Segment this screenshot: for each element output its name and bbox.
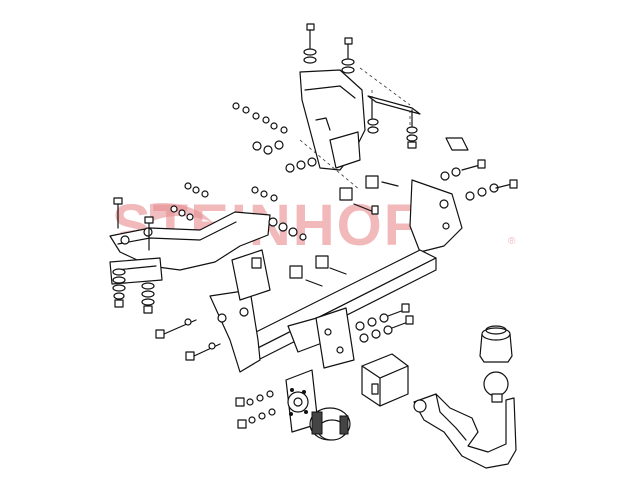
registered-mark: ®	[508, 236, 516, 247]
crossbar-right-bolts	[355, 303, 414, 343]
right-horizontal-bolts	[440, 159, 518, 201]
socket-bracket	[285, 369, 319, 433]
right-side-bracket	[299, 69, 366, 171]
spacer-plate	[445, 137, 469, 151]
electrical-socket	[309, 407, 351, 441]
socket-bolts	[235, 390, 276, 429]
upper-left-bolt-stack	[232, 102, 317, 173]
top-vertical-bolts	[303, 23, 355, 74]
top-clamp-plate	[367, 95, 421, 149]
towball-neck	[413, 371, 517, 469]
left-vertical-bolts	[112, 197, 155, 314]
main-crossbar	[209, 179, 463, 373]
spacer-blocks	[289, 175, 399, 287]
left-washer-row	[170, 182, 307, 241]
towball-cap	[479, 325, 513, 363]
detachable-mechanism-housing	[361, 353, 409, 407]
crossbar-left-bolts	[155, 318, 221, 361]
